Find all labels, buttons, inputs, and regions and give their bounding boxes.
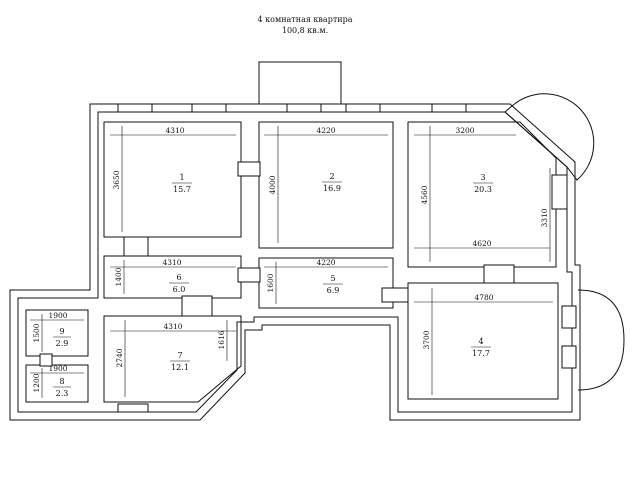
room-8-area: 2.3 xyxy=(56,389,69,398)
room-9-width-label: 1900 xyxy=(48,311,67,320)
room-7-number: 7 xyxy=(177,351,182,360)
room-2-number: 2 xyxy=(329,172,334,181)
windows xyxy=(39,103,577,413)
room-5-number: 5 xyxy=(330,274,335,283)
room-9-height-label: 1500 xyxy=(32,323,41,342)
room-8-number: 8 xyxy=(59,377,64,386)
room-3-area: 20.3 xyxy=(474,185,492,194)
room-7-height-right-label: 1616 xyxy=(217,330,226,349)
room-1-width-label: 4310 xyxy=(165,126,184,135)
room-3-width-top-label: 3200 xyxy=(455,126,474,135)
plan-title: 4 комнатная квартира xyxy=(258,15,353,24)
room-8-height-label: 1200 xyxy=(32,373,41,392)
room-1-number: 1 xyxy=(179,173,184,182)
room-5-width-label: 4220 xyxy=(316,258,335,267)
room-6-area: 6.0 xyxy=(173,285,186,294)
room-6-width-label: 4310 xyxy=(162,258,181,267)
plan-area-subtitle: 100,8 кв.м. xyxy=(282,26,328,35)
room-6-height-label: 1400 xyxy=(114,267,123,286)
room-4-area: 17.7 xyxy=(472,349,490,358)
room-1-area: 15.7 xyxy=(173,185,191,194)
outer-walls xyxy=(9,61,625,421)
inner-walls xyxy=(25,121,559,403)
room-3-height-right-label: 3310 xyxy=(540,208,549,227)
room-3-number: 3 xyxy=(480,173,485,182)
room-2-area: 16.9 xyxy=(323,184,341,193)
room-3-height-left-label: 4560 xyxy=(420,185,429,204)
room-7-height-left-label: 2740 xyxy=(115,348,124,367)
room-7-width-label: 4310 xyxy=(163,322,182,331)
room-4-number: 4 xyxy=(478,337,483,346)
room-9-area: 2.9 xyxy=(56,339,69,348)
room-5-height-label: 1600 xyxy=(266,273,275,292)
room-4-height-label: 3700 xyxy=(422,330,431,349)
room-3-width-bottom-label: 4620 xyxy=(472,239,491,248)
room-5-area: 6.9 xyxy=(327,286,340,295)
room-1-height-label: 3650 xyxy=(112,170,121,189)
room-7-area: 12.1 xyxy=(171,363,189,372)
room-2-height-label: 4000 xyxy=(268,175,277,194)
room-6-number: 6 xyxy=(176,273,181,282)
dimension-lines xyxy=(30,126,553,398)
room-9-number: 9 xyxy=(59,327,64,336)
room-4-width-label: 4780 xyxy=(474,293,493,302)
room-2-width-label: 4220 xyxy=(316,126,335,135)
room-8-width-label: 1900 xyxy=(48,364,67,373)
